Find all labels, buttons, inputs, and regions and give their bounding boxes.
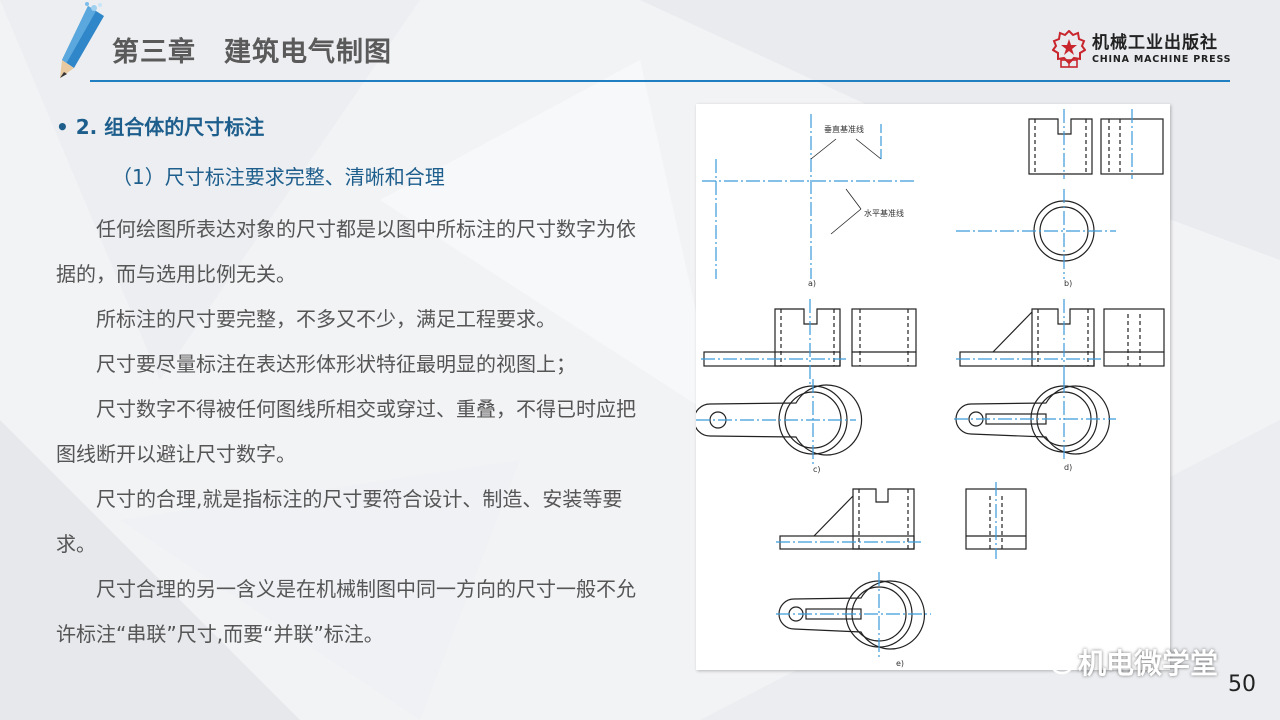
paragraph-6: 尺寸合理的另一含义是在机械制图中同一方向的尺寸一般不允许标注“串联”尺寸,而要“…	[56, 577, 636, 646]
sub-heading: （1）尺寸标注要求完整、清晰和合理	[112, 165, 445, 189]
paragraph-5: 尺寸的合理,就是指标注的尺寸要符合设计、制造、安装等要求。	[56, 487, 623, 556]
caption-d: d)	[1064, 463, 1072, 472]
label-vertical-datum: 垂直基准线	[824, 124, 864, 134]
label-horizontal-datum: 水平基准线	[864, 208, 904, 218]
pencil-icon	[60, 2, 104, 78]
drawing-c	[696, 299, 917, 464]
caption-a: a)	[808, 279, 816, 288]
caption-b: b)	[1064, 279, 1072, 288]
paragraph-3: 尺寸要尽量标注在表达形体形状特征最明显的视图上；	[96, 352, 576, 376]
paragraph-4: 尺寸数字不得被任何图线所相交或穿过、重叠，不得已时应把图线断开以避让尺寸数字。	[56, 397, 636, 466]
caption-c: c)	[813, 465, 821, 474]
paragraph-1: 任何绘图所表达对象的尺寸都是以图中所标注的尺寸数字为依据的，而与选用比例无关。	[56, 217, 636, 286]
publisher-emblem-icon	[1052, 30, 1086, 68]
watermark: 机电微学堂	[1040, 642, 1218, 682]
chat-bubble-icon	[1040, 648, 1074, 675]
publisher-logo: 机械工业出版社 CHINA MACHINE PRESS	[1052, 30, 1231, 68]
page-number: 50	[1228, 672, 1256, 697]
section-heading: • 2. 组合体的尺寸标注	[56, 115, 265, 139]
drawing-d	[954, 299, 1165, 462]
header-divider	[90, 80, 1230, 82]
paragraph-2: 所标注的尺寸要完整，不多又不少，满足工程要求。	[96, 307, 556, 331]
drawing-e	[776, 482, 1027, 659]
technical-drawing: 垂直基准线 水平基准线 a) b) c) d) e)	[696, 109, 1165, 668]
drawing-b	[956, 109, 1164, 279]
publisher-name-en: CHINA MACHINE PRESS	[1092, 53, 1232, 65]
chapter-title: 第三章 建筑电气制图	[112, 37, 392, 68]
body-text: 任何绘图所表达对象的尺寸都是以图中所标注的尺寸数字为依据的，而与选用比例无关。 …	[56, 207, 636, 657]
caption-e: e)	[896, 659, 904, 668]
watermark-text: 机电微学堂	[1078, 647, 1219, 680]
publisher-name-cn: 机械工业出版社	[1092, 32, 1218, 53]
drawing-a	[702, 114, 914, 279]
technical-drawing-figure: 垂直基准线 水平基准线 a) b) c) d) e)	[696, 104, 1170, 670]
